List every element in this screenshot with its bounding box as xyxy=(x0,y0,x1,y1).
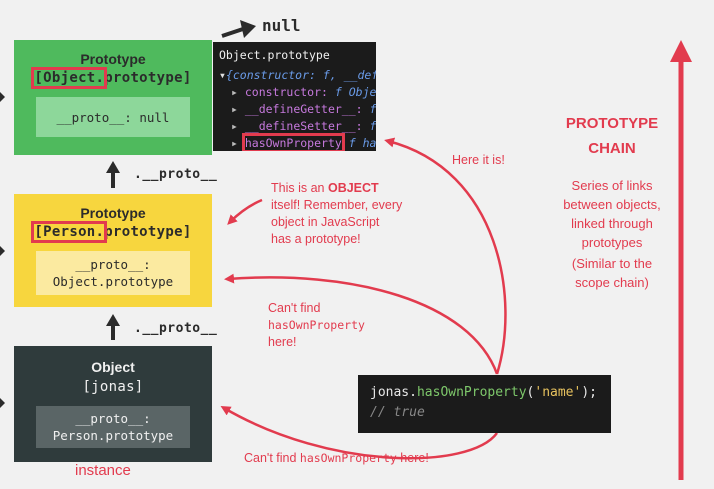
note-line: This is an OBJECT xyxy=(271,180,402,197)
expand-arrow-icon: ▸ xyxy=(231,102,245,116)
note-line-code: hasOwnProperty xyxy=(268,318,365,332)
console-line-object: ▾{constructor: f, __def xyxy=(219,68,376,82)
code-method: hasOwnProperty xyxy=(416,385,527,400)
curve-to-instance xyxy=(220,405,499,460)
console-panel: Object.prototype ▾{constructor: f, __def… xyxy=(213,42,376,151)
box-subtitle: [Person.prototype] xyxy=(14,221,212,243)
prototype-chain-heading: PROTOTYPE CHAIN xyxy=(552,111,672,161)
proto-field: __proto__: Person.prototype xyxy=(36,406,190,448)
expand-arrow-icon: ▸ xyxy=(231,85,245,99)
proto-field-key: __proto__: xyxy=(75,257,151,272)
heading-line: PROTOTYPE xyxy=(565,115,659,132)
instance-caption: instance xyxy=(75,462,131,479)
note-text-code: hasOwnProperty xyxy=(299,451,397,465)
proto-field: __proto__: Object.prototype xyxy=(36,251,190,295)
console-prop-value: f xyxy=(369,119,377,133)
left-stub-arrow-1 xyxy=(0,92,5,102)
proto-arrow-up-2 xyxy=(106,314,120,340)
note-line: object in JavaScript xyxy=(271,215,380,229)
curve-to-hasownproperty xyxy=(384,137,507,375)
desc-line: between objects, xyxy=(563,197,661,212)
proto-link-label-2: .__proto__ xyxy=(134,321,218,336)
expand-arrow-icon: ▸ xyxy=(231,136,245,150)
note-line: Can't find xyxy=(268,301,321,315)
note-cant-find-2: Can't find hasOwnProperty here! xyxy=(244,450,429,467)
note-line: itself! Remember, every xyxy=(271,198,403,212)
console-prop-name-highlighted: hasOwnProperty xyxy=(241,133,345,151)
note-text: here! xyxy=(396,451,429,465)
console-title: Object.prototype xyxy=(219,48,330,62)
note-line: scope chain) xyxy=(575,275,649,290)
note-cant-find-1: Can't find hasOwnProperty here! xyxy=(268,300,365,351)
proto-arrow-up-1 xyxy=(106,161,120,188)
expand-arrow-icon: ▸ xyxy=(231,119,245,133)
console-prop-definesetter[interactable]: ▸ __defineSetter__: f xyxy=(231,119,376,133)
proto-link-label-1: .__proto__ xyxy=(134,167,218,182)
proto-field-value: Person.prototype xyxy=(52,428,174,443)
expand-toggle-icon[interactable]: ▾ xyxy=(219,68,226,82)
prototype-chain-arrow xyxy=(670,40,692,480)
box-subtitle-suffix: prototype] xyxy=(104,224,192,240)
note-here-it-is: Here it is! xyxy=(452,153,505,167)
code-line-comment: // true xyxy=(370,405,425,420)
desc-line: linked through xyxy=(571,216,653,231)
console-prop-constructor[interactable]: ▸ constructor: f Object xyxy=(231,85,376,99)
object-prototype-box: Prototype [Object.prototype] __proto__: … xyxy=(14,40,212,155)
desc-line: prototypes xyxy=(581,235,643,250)
note-object-itself: This is an OBJECT itself! Remember, ever… xyxy=(271,180,402,248)
box-subtitle-suffix: prototype] xyxy=(104,70,192,86)
box-subtitle: [Object.prototype] xyxy=(14,67,212,89)
curve-to-person-prototype xyxy=(224,273,499,375)
proto-field-value: __proto__: null xyxy=(56,109,170,125)
console-prop-value: f xyxy=(369,102,377,116)
curve-object-note xyxy=(227,198,263,225)
prototype-chain-note: (Similar to the scope chain) xyxy=(552,254,672,292)
prototype-chain-description: Series of links between objects, linked … xyxy=(552,176,672,252)
console-prop-value: f ha xyxy=(348,136,376,150)
box-subtitle: [jonas] xyxy=(82,379,144,395)
note-text: Can't find xyxy=(244,451,300,465)
note-text: This is an xyxy=(271,181,328,195)
note-line: (Similar to the xyxy=(571,256,653,271)
proto-field: __proto__: null xyxy=(36,97,190,137)
heading-line: CHAIN xyxy=(588,140,636,157)
console-prop-name: constructor: xyxy=(244,85,328,99)
code-argument: 'name' xyxy=(534,385,582,400)
note-line: here! xyxy=(268,335,297,349)
note-line: has a prototype! xyxy=(271,232,361,246)
box-title: Prototype xyxy=(80,51,146,67)
proto-field-key: __proto__: xyxy=(75,411,151,426)
box-title: Object xyxy=(91,359,135,375)
console-object-summary: {constructor: f, __def xyxy=(225,68,376,82)
code-tail: ); xyxy=(581,385,597,400)
null-label: null xyxy=(262,16,301,35)
person-prototype-box: Prototype [Person.prototype] __proto__: … xyxy=(14,194,212,307)
console-prop-definegetter[interactable]: ▸ __defineGetter__: f xyxy=(231,102,376,116)
code-line-call: jonas.hasOwnProperty('name'); xyxy=(370,385,597,400)
desc-line: Series of links xyxy=(571,178,653,193)
console-prop-name: __defineGetter__: xyxy=(244,102,363,116)
proto-field-value: Object.prototype xyxy=(52,274,174,289)
highlight-object: [Object. xyxy=(31,67,108,89)
code-object: jonas. xyxy=(370,385,417,400)
note-text-bold: OBJECT xyxy=(327,181,379,195)
console-prop-name: __defineSetter__: xyxy=(244,119,363,133)
box-title: Prototype xyxy=(80,205,146,221)
left-stub-arrow-2 xyxy=(0,246,5,256)
left-stub-arrow-3 xyxy=(0,398,5,408)
arrow-to-null xyxy=(221,20,256,38)
code-snippet: jonas.hasOwnProperty('name'); // true xyxy=(358,375,611,433)
console-prop-hasownproperty[interactable]: ▸ hasOwnProperty f ha xyxy=(231,133,376,151)
highlight-person: [Person. xyxy=(31,221,108,243)
instance-box: Object [jonas] __proto__: Person.prototy… xyxy=(14,346,212,462)
console-prop-value: f Object xyxy=(334,85,376,99)
